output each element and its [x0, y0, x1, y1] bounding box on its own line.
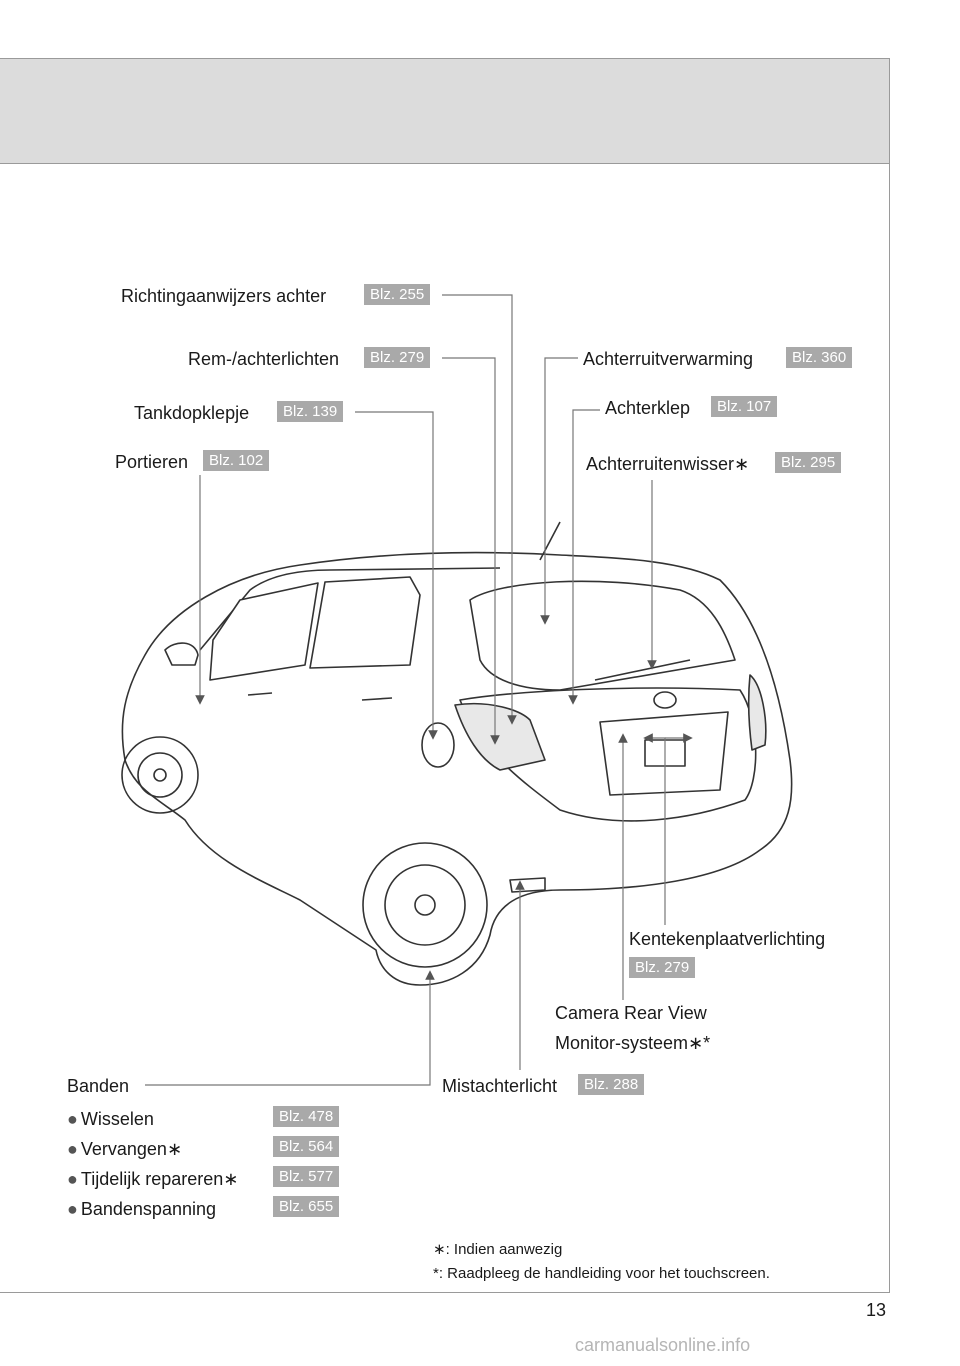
page-badge-tijdelijk-repareren[interactable]: Blz. 577 — [273, 1166, 340, 1187]
leader-lines — [145, 294, 693, 1086]
list-item-label: Bandenspanning — [80, 1199, 216, 1219]
label-richtingaanwijzers: Richtingaanwijzers achter — [121, 286, 327, 306]
page-badge-kentekenplaatverlichting[interactable]: Blz. 279 — [629, 957, 696, 978]
page-badge-tankdopklepje[interactable]: Blz. 139 — [277, 401, 344, 422]
list-item-vervangen: ●Vervangen∗ — [67, 1138, 182, 1160]
frame-border-bottom — [0, 1292, 890, 1293]
list-item-bandenspanning: ●Bandenspanning — [67, 1198, 216, 1220]
page-badge-mistachterlicht[interactable]: Blz. 288 — [578, 1074, 645, 1095]
watermark: carmanualsonline.info — [575, 1335, 751, 1355]
list-item-label: Vervangen∗ — [80, 1139, 183, 1159]
bullet-icon: ● — [67, 1139, 78, 1159]
footnote-touchscreen: *: Raadpleeg de handleiding voor het tou… — [433, 1265, 770, 1282]
bullet-icon: ● — [67, 1109, 78, 1129]
label-rem-achterlichten: Rem-/achterlichten — [188, 349, 340, 369]
page-badge-achterruitenwisser[interactable]: Blz. 295 — [775, 452, 842, 473]
car-outline — [121, 521, 793, 986]
label-achterklep: Achterklep — [605, 398, 691, 418]
bullet-icon: ● — [67, 1169, 78, 1189]
label-camera-line1: Camera Rear View — [555, 1003, 707, 1023]
page-badge-rem-achterlichten[interactable]: Blz. 279 — [364, 347, 431, 368]
list-item-label: Wisselen — [80, 1109, 154, 1129]
list-item-tijdelijk-repareren: ●Tijdelijk repareren∗ — [67, 1168, 238, 1190]
page-badge-richtingaanwijzers[interactable]: Blz. 255 — [364, 284, 431, 305]
page-number: 13 — [866, 1300, 887, 1320]
page-badge-vervangen[interactable]: Blz. 564 — [273, 1136, 340, 1157]
page-badge-achterklep[interactable]: Blz. 107 — [711, 396, 778, 417]
label-banden: Banden — [67, 1076, 130, 1096]
page-badge-achterruitverwarming[interactable]: Blz. 360 — [786, 347, 853, 368]
label-achterruitenwisser: Achterruitenwisser∗ — [586, 454, 750, 474]
page-badge-portieren[interactable]: Blz. 102 — [203, 450, 270, 471]
frame-border-right — [889, 162, 890, 1292]
label-camera-line2: Monitor-systeem∗* — [555, 1033, 711, 1053]
list-item-wisselen: ●Wisselen — [67, 1108, 154, 1130]
label-tankdopklepje: Tankdopklepje — [134, 403, 250, 423]
label-mistachterlicht: Mistachterlicht — [442, 1076, 558, 1096]
label-kentekenplaatverlichting: Kentekenplaatverlichting — [629, 929, 826, 949]
header-band — [0, 58, 890, 164]
bullet-icon: ● — [67, 1199, 78, 1219]
label-achterruitverwarming: Achterruitverwarming — [583, 349, 754, 369]
page-badge-wisselen[interactable]: Blz. 478 — [273, 1106, 340, 1127]
label-portieren: Portieren — [115, 452, 189, 472]
page-badge-bandenspanning[interactable]: Blz. 655 — [273, 1196, 340, 1217]
footnote-indien-aanwezig: ∗: Indien aanwezig — [433, 1241, 563, 1258]
list-item-label: Tijdelijk repareren∗ — [80, 1169, 239, 1189]
